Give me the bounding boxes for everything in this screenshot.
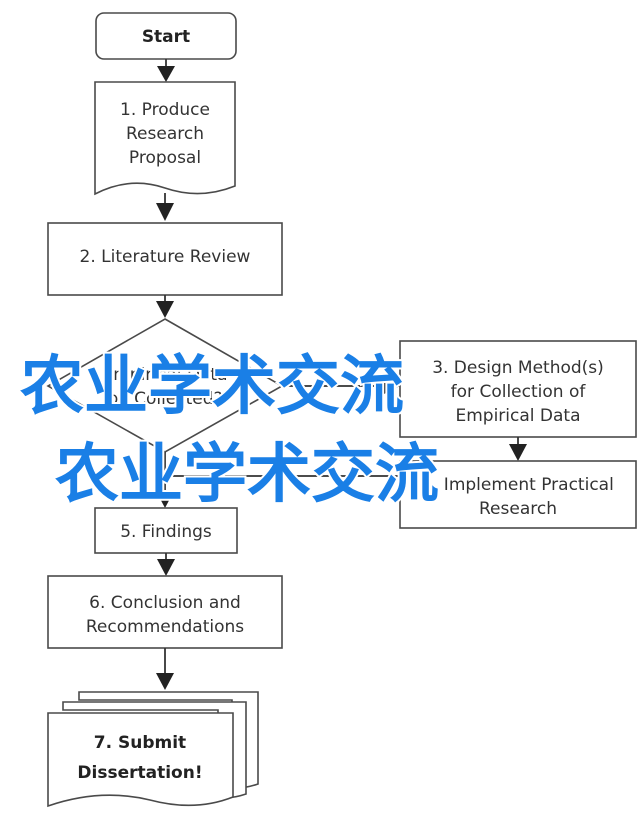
step1-label-line2: Research [126, 124, 204, 144]
start-label: Start [142, 27, 190, 47]
step7-front-sheet [47, 712, 234, 808]
arrowhead-start-step1 [157, 66, 175, 82]
step3-label-line2: for Collection of [451, 382, 587, 402]
arrowhead-step2-decision [156, 301, 174, 318]
step2-box [47, 222, 283, 296]
decision-label-line2: be Collected? [107, 389, 222, 409]
step4-label-line2: Research [479, 499, 557, 519]
arrowhead-step3-step4 [509, 444, 527, 461]
step7-label-line1: 7. Submit [94, 733, 186, 753]
arrowhead-step6-step7 [156, 673, 174, 690]
step5-box [94, 507, 238, 554]
watermark-line2: 农业学术交流 [55, 438, 439, 512]
step1-label-line3: Proposal [129, 148, 201, 168]
step6-label-line2: Recommendations [86, 617, 244, 637]
step4-box [399, 460, 637, 529]
step2-label: 2. Literature Review [80, 247, 251, 267]
step4-label-line1: 4. Implement Practical [422, 475, 614, 495]
step6-label-line1: 6. Conclusion and [89, 593, 241, 613]
step5-label: 5. Findings [120, 522, 212, 542]
step3-label-line3: Empirical Data [455, 406, 580, 426]
arrowhead-decision-step3 [384, 378, 400, 394]
decision-label-line1: Empirical Data [102, 365, 227, 385]
watermark-line1: 农业学术交流 [20, 350, 404, 424]
step3-label-line1: 3. Design Method(s) [432, 358, 604, 378]
step7-label-line2: Dissertation! [77, 763, 202, 783]
arrowhead-step1-step2 [156, 203, 174, 221]
step6-box [47, 575, 283, 649]
arrowhead-step5-step6 [157, 559, 175, 576]
step1-box [94, 81, 236, 196]
arrowhead-decision-step5 [156, 491, 174, 508]
step1-label-line1: 1. Produce [120, 100, 210, 120]
